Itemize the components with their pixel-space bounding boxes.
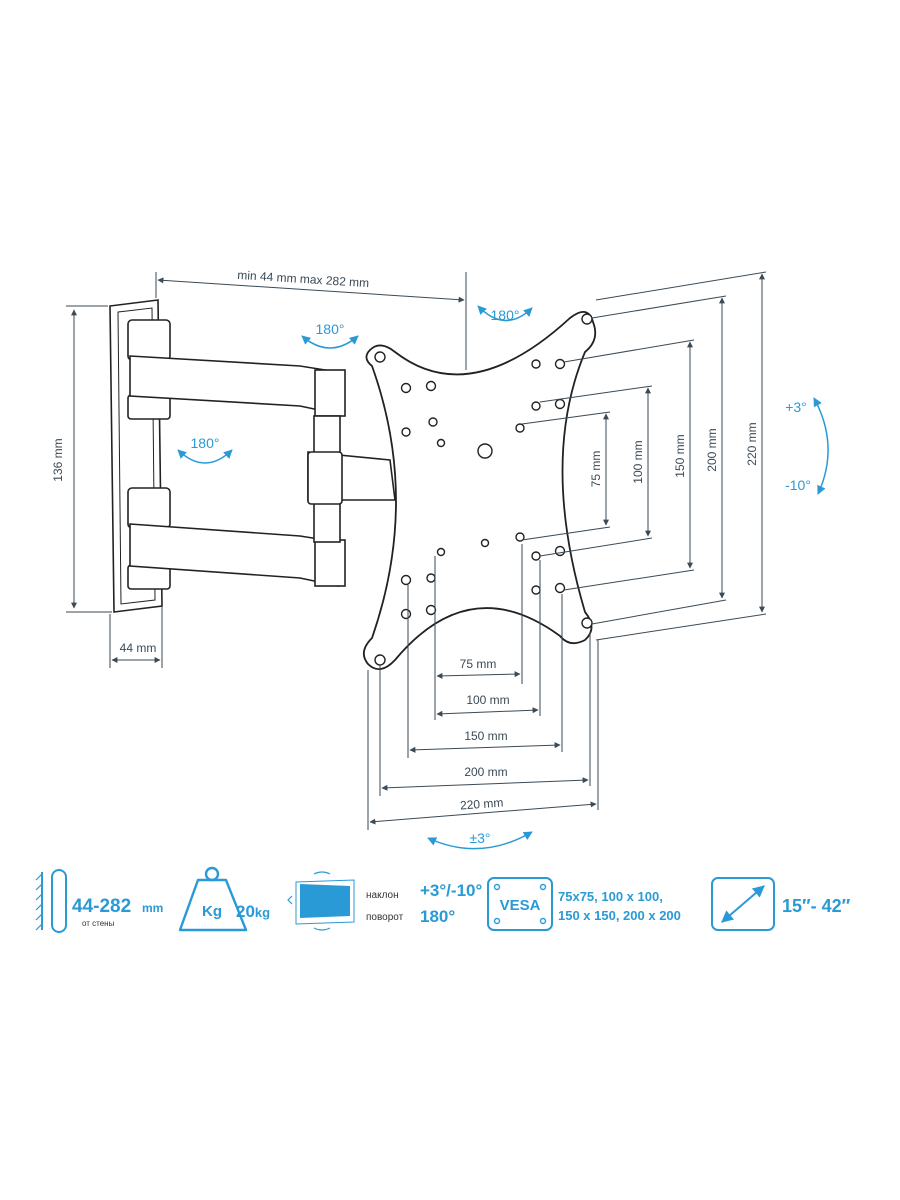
vesa-icon bbox=[487, 877, 553, 931]
tilt-value: +3°/-10° bbox=[420, 881, 482, 900]
spec-strip: 44-282 mm от стены Kg 20kg наклон +3°/-1… bbox=[35, 866, 851, 933]
horizontal-dim-75: 75 mm bbox=[460, 657, 497, 671]
vertical-dim-75: 75 mm bbox=[589, 451, 603, 488]
horizontal-dim-200: 200 mm bbox=[464, 765, 507, 779]
tilt-swivel-icon bbox=[287, 871, 355, 931]
swivel-spec-label: поворот bbox=[366, 912, 404, 923]
distance-unit: mm bbox=[142, 901, 163, 915]
vesa-badge: VESA bbox=[500, 897, 541, 914]
swivel-value: 180° bbox=[420, 907, 455, 926]
dimension-lines bbox=[66, 271, 767, 830]
wall-bracket bbox=[109, 299, 396, 613]
tilt-up-label: +3° bbox=[785, 399, 807, 415]
weight-value: 20kg bbox=[236, 902, 270, 921]
vertical-dim-220: 220 mm bbox=[745, 422, 759, 465]
weight-badge: Kg bbox=[202, 903, 222, 920]
screen-diagonal-icon bbox=[711, 877, 775, 931]
plate-rotation-label: 180° bbox=[491, 307, 520, 323]
weight-icon bbox=[178, 866, 248, 932]
horizontal-dim-150: 150 mm bbox=[464, 729, 507, 743]
vesa-plate bbox=[362, 311, 597, 670]
wall-distance-icon bbox=[35, 869, 67, 933]
vesa-sizes-line2: 150 x 150, 200 x 200 bbox=[558, 908, 681, 923]
rotation-arrows bbox=[177, 305, 829, 850]
tilt-label: наклон bbox=[366, 890, 399, 901]
vertical-dim-150: 150 mm bbox=[673, 434, 687, 477]
screen-size: 15″- 42″ bbox=[782, 896, 851, 916]
tilt-down-label: -10° bbox=[785, 477, 811, 493]
horizontal-dim-220: 220 mm bbox=[460, 796, 504, 813]
distance-value: 44-282 bbox=[72, 896, 131, 917]
distance-caption: от стены bbox=[82, 919, 115, 928]
joint-rotation-label: 180° bbox=[191, 435, 220, 451]
arm-rotation-label: 180° bbox=[316, 321, 345, 337]
vesa-sizes-line1: 75x75, 100 x 100, bbox=[558, 889, 663, 904]
bracket-depth-label: 44 mm bbox=[120, 641, 157, 655]
vertical-dim-200: 200 mm bbox=[705, 428, 719, 471]
bracket-height-label: 136 mm bbox=[51, 438, 65, 481]
swivel-label: ±3° bbox=[469, 830, 490, 846]
vertical-dim-100: 100 mm bbox=[631, 440, 645, 483]
horizontal-dim-100: 100 mm bbox=[466, 693, 509, 707]
